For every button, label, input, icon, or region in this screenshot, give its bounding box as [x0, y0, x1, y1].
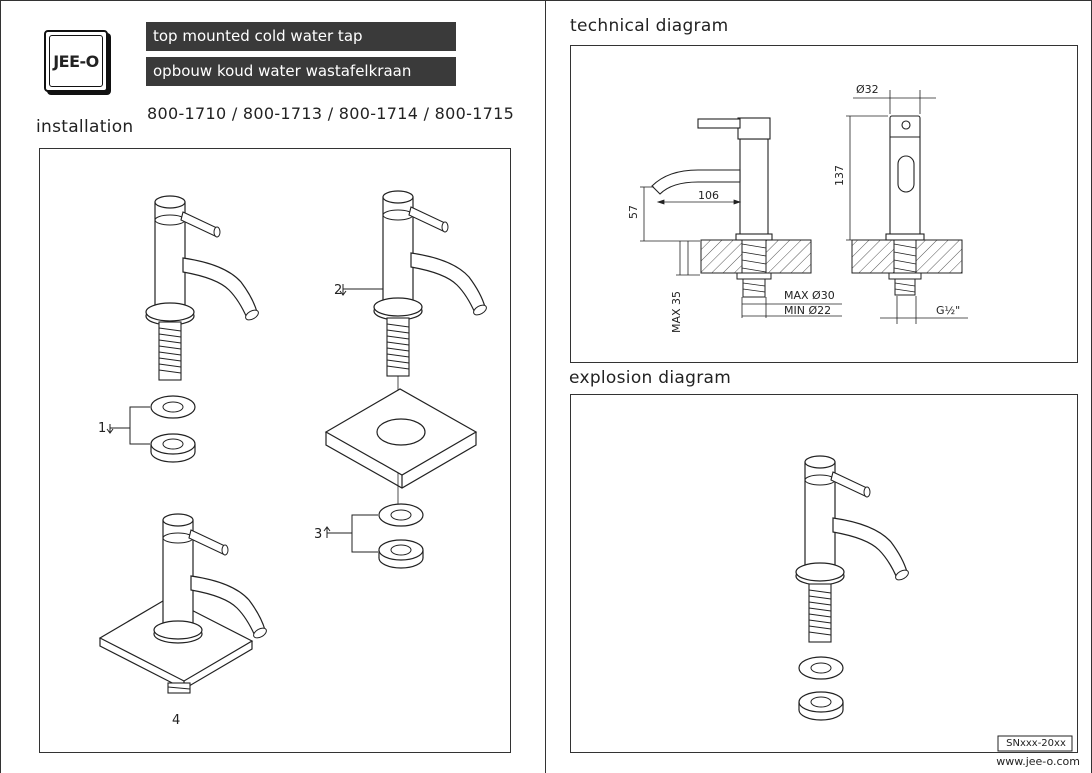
dim-top-diameter: Ø32 — [856, 83, 879, 96]
install-step2-countertop — [324, 388, 478, 489]
brand-logo: JEE-O — [44, 30, 108, 92]
explosion-tap — [795, 455, 911, 586]
install-step1-washer — [150, 395, 196, 419]
serial-box — [997, 735, 1073, 752]
explosion-nut — [798, 691, 844, 721]
explosion-heading: explosion diagram — [569, 368, 732, 388]
step1-bracket — [129, 406, 150, 445]
technical-heading: technical diagram — [570, 16, 729, 36]
install-step2-tap — [373, 190, 489, 321]
technical-panel — [570, 45, 1078, 363]
website-link[interactable]: www.jee-o.com — [996, 755, 1080, 768]
install-step3-washer — [378, 503, 424, 527]
explosion-washer — [798, 656, 844, 680]
brand-logo-text: JEE-O — [49, 35, 103, 87]
install-step2-thread — [386, 317, 410, 377]
dim-min-hole: MIN Ø22 — [784, 304, 831, 317]
install-step1-tap — [145, 195, 261, 326]
step3-label: 3 — [314, 527, 322, 542]
tech-side-countertop — [700, 239, 812, 298]
explosion-panel — [570, 394, 1078, 753]
dim-thread: G½" — [936, 304, 960, 317]
dim-spout-reach: 106 — [698, 189, 719, 202]
tech-side-view — [651, 117, 773, 241]
model-numbers: 800-1710 / 800-1713 / 800-1714 / 800-171… — [147, 104, 515, 123]
tech-front-dimension-lines — [846, 90, 968, 324]
dim-spout-height: 57 — [627, 205, 640, 219]
install-step1-nut — [150, 433, 196, 463]
install-step4-thread-end — [167, 682, 191, 694]
tech-front-view — [885, 115, 925, 241]
step1-label: 1 — [98, 421, 106, 436]
step2-label: 2 — [334, 283, 342, 298]
page-divider — [545, 0, 546, 773]
explosion-thread — [808, 583, 832, 643]
step3-bracket — [351, 514, 378, 553]
tech-front-countertop — [851, 239, 963, 296]
step4-label: 4 — [172, 713, 180, 728]
install-step3-nut — [378, 539, 424, 569]
installation-heading: installation — [36, 117, 134, 137]
tech-dimension-lines — [640, 186, 842, 318]
dim-max-thickness: MAX 35 — [670, 291, 683, 333]
product-title-nl: opbouw koud water wastafelkraan — [146, 57, 456, 86]
dim-max-hole: MAX Ø30 — [784, 289, 835, 302]
product-title-en: top mounted cold water tap — [146, 22, 456, 51]
dim-height: 137 — [833, 165, 846, 186]
serial-number: SNxxx-20xx — [1006, 738, 1066, 749]
install-step1-thread — [158, 321, 182, 381]
installation-panel — [39, 148, 511, 753]
